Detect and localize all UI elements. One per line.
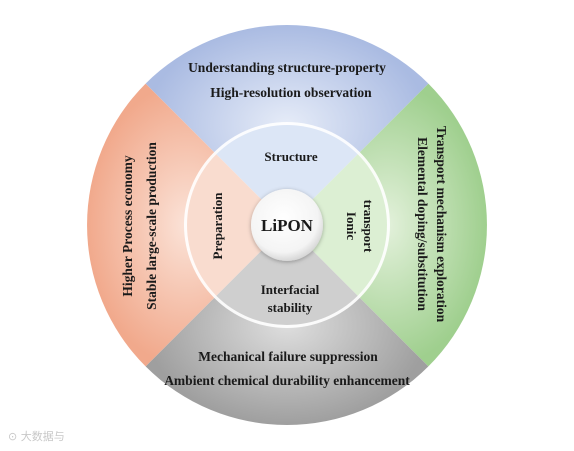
center-circle <box>251 189 323 261</box>
inner-quadrant-right <box>287 154 387 296</box>
outer-right-line-2: Transport mechanism exploration <box>434 126 449 323</box>
inner-top-label: Structure <box>264 149 317 164</box>
watermark-text: 大数据与 <box>20 430 65 443</box>
outer-left-line-1: Higher Process economy <box>120 155 135 296</box>
inner-bottom-line-1: Interfacial <box>261 282 320 297</box>
inner-right-line-2: transport <box>361 200 376 253</box>
inner-quadrant-bottom <box>216 225 358 325</box>
outer-left-line-2: Stable large-scale production <box>144 142 159 310</box>
inner-quadrant-left <box>187 154 287 296</box>
outer-right-line-1: Elemental doping/substitution <box>415 137 430 311</box>
watermark-icon: ⊙ <box>8 430 21 443</box>
inner-quadrant-top <box>216 125 358 225</box>
watermark: ⊙ 大数据与 <box>8 428 65 444</box>
outer-bottom-line-1: Mechanical failure suppression <box>198 349 378 364</box>
inner-left-label: Preparation <box>210 192 225 260</box>
outer-top-line-1: Understanding structure-property <box>188 60 386 75</box>
inner-right-line-1: Ionic <box>344 212 359 240</box>
outer-bottom-line-2: Ambient chemical durability enhancement <box>164 373 410 388</box>
inner-bottom-line-2: stability <box>268 300 313 315</box>
center-label: LiPON <box>261 216 314 235</box>
outer-top-line-2: High-resolution observation <box>210 85 372 100</box>
